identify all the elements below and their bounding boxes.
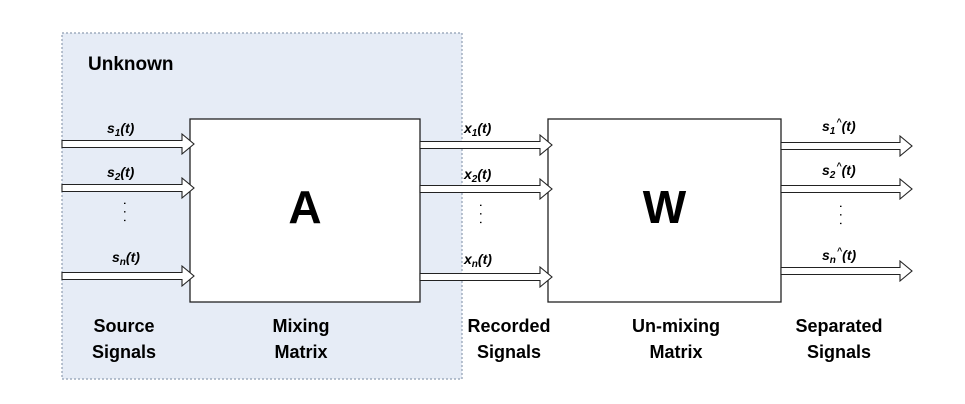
separated-signal-1-label: s1^(t) [822, 117, 856, 137]
recorded-arrow-2 [419, 177, 553, 201]
separated-arrow-2 [780, 177, 913, 201]
unknown-label: Unknown [88, 54, 174, 75]
separated-arrow-n [780, 259, 913, 283]
source-arrow-1 [61, 132, 195, 156]
recorded-signal-1-label: x1(t) [464, 120, 492, 139]
source-signal-n-label: sn(t) [112, 249, 140, 268]
separated-signal-2-label: s2^(t) [822, 161, 856, 181]
mixing-matrix-symbol: A [288, 181, 322, 233]
source-ellipsis: · · · [118, 201, 134, 223]
signal-arrows [61, 132, 913, 289]
recorded-signal-2-label: x2(t) [464, 166, 492, 185]
unmixing-matrix-symbol: W [642, 181, 687, 233]
recorded-arrow-n [419, 265, 553, 289]
separated-arrow-1 [780, 134, 913, 158]
source-arrow-2 [61, 176, 195, 200]
separated-ellipsis: · · · [834, 204, 850, 226]
recorded-arrow-1 [419, 133, 553, 157]
separated-signal-n-label: sn^(t) [822, 246, 857, 266]
recorded-ellipsis: · · · [474, 203, 490, 225]
source-signal-1-label: s1(t) [107, 120, 135, 139]
source-signal-2-label: s2(t) [107, 164, 135, 183]
recorded-signal-n-label: xn(t) [464, 251, 492, 270]
source-arrow-n [61, 264, 195, 288]
mixing-matrix-box [189, 118, 421, 303]
unmixing-matrix-box [547, 118, 782, 303]
